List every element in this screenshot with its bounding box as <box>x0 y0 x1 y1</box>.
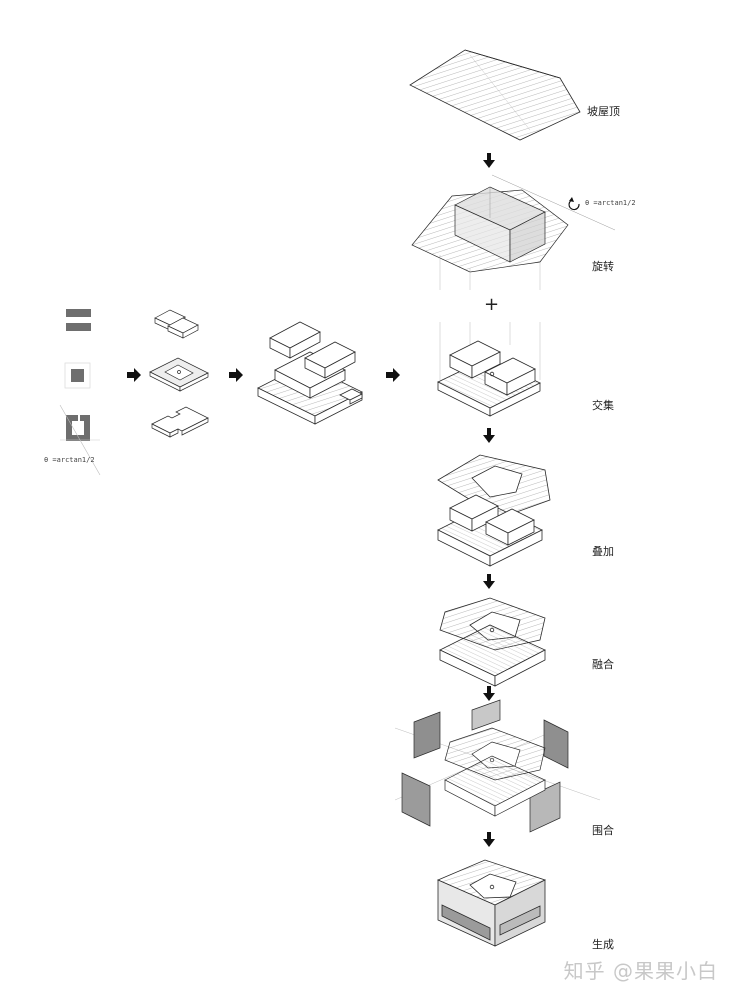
iso-stacked-volume <box>257 321 363 425</box>
left-icon-square <box>64 362 91 389</box>
arrow-down-icon <box>483 686 495 701</box>
left-icon-bars <box>66 309 91 331</box>
left-angle-formula: θ =arctan1/2 <box>44 456 95 464</box>
arrow-down-icon <box>483 153 495 168</box>
iso-piece-c <box>151 406 209 438</box>
watermark-text: 知乎 @果果小白 <box>563 959 718 983</box>
step-label-generation: 生成 <box>592 938 614 951</box>
step-label-fusion: 融合 <box>592 658 614 671</box>
rotation-icon <box>568 197 580 211</box>
arrow-down-icon <box>483 428 495 443</box>
step-label-overlay: 叠加 <box>592 545 614 558</box>
step-label-sloped-roof: 坡屋顶 <box>587 105 620 118</box>
step-sloped-roof-drawing <box>409 49 581 141</box>
step-intersection-drawing <box>437 322 541 417</box>
step-rotation-drawing <box>411 174 616 290</box>
step-label-enclosure: 围合 <box>592 824 614 837</box>
arrow-down-icon <box>483 574 495 589</box>
plus-symbol: + <box>484 294 499 315</box>
arrow-right-icon <box>127 368 141 382</box>
step-overlay-drawing <box>437 454 551 567</box>
step-fusion-drawing <box>439 597 546 687</box>
left-icon-c-shape <box>59 404 101 476</box>
step-label-intersection: 交集 <box>592 399 614 412</box>
arrow-right-icon <box>386 368 400 382</box>
step-label-rotation: 旋转 <box>592 260 614 273</box>
step-generation-drawing <box>436 859 547 947</box>
iso-piece-bars <box>154 309 199 339</box>
arrow-down-icon <box>483 832 495 847</box>
step-enclosure-drawing <box>394 699 601 833</box>
rotation-angle-formula: θ =arctan1/2 <box>585 199 636 207</box>
iso-piece-square <box>149 357 209 392</box>
arrow-right-icon <box>229 368 243 382</box>
